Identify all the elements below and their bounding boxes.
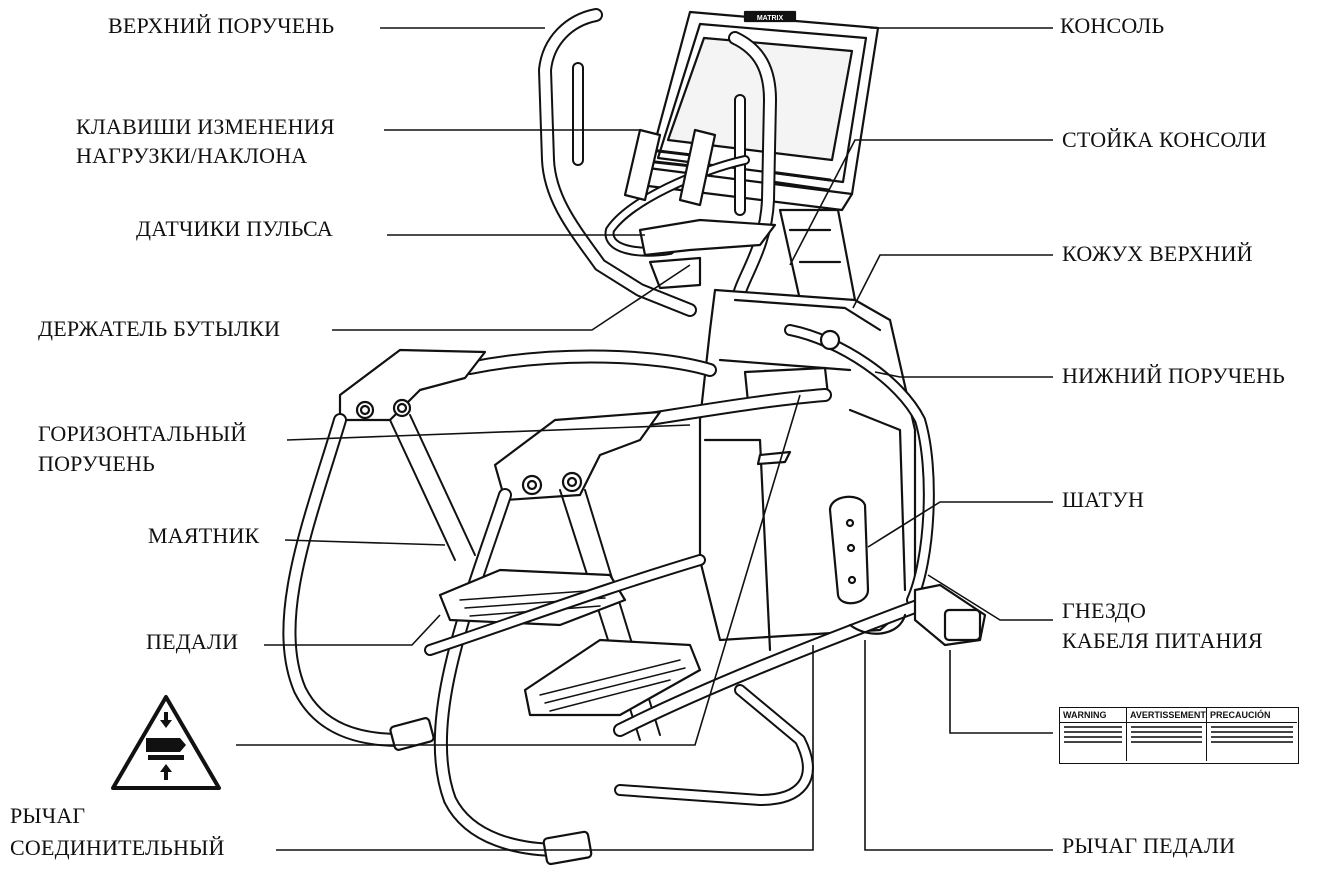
body-shroud-drawing xyxy=(698,288,917,652)
sticker-col-warning: WARNING xyxy=(1060,708,1127,761)
leader-pendulum xyxy=(284,539,446,546)
label-upper-handlebar: ВЕРХНИЙ ПОРУЧЕНЬ xyxy=(108,13,335,38)
leader-lines xyxy=(236,27,1053,851)
sticker-col-precaucion: PRECAUCIÓN xyxy=(1207,708,1297,761)
label-lower-handlebar: НИЖНИЙ ПОРУЧЕНЬ xyxy=(1062,363,1285,388)
warning-sticker: WARNING AVERTISSEMENT PRECAUCIÓN xyxy=(1059,707,1299,764)
label-power-socket-line1: ГНЕЗДО xyxy=(1062,598,1147,623)
label-pedal-arm: РЫЧАГ ПЕДАЛИ xyxy=(1062,833,1236,858)
label-upper-shroud: КОЖУХ ВЕРХНИЙ xyxy=(1062,241,1253,266)
label-connecting-arm-line1: РЫЧАГ xyxy=(10,803,86,828)
leader-power-socket xyxy=(927,574,1053,621)
label-power-socket-line2: КАБЕЛЯ ПИТАНИЯ xyxy=(1062,628,1263,653)
crank-drawing xyxy=(828,495,870,605)
label-pulse-sensors: ДАТЧИКИ ПУЛЬСА xyxy=(136,216,333,241)
leader-pedal-arm xyxy=(864,640,1053,851)
power-socket-drawing xyxy=(913,583,987,647)
label-resistance-keys-line1: КЛАВИШИ ИЗМЕНЕНИЯ xyxy=(76,114,335,139)
leader-lower-handlebar xyxy=(874,371,1053,378)
pedals-drawing xyxy=(438,568,702,717)
pendulum-left-drawing xyxy=(282,348,487,751)
leader-hazard xyxy=(236,394,801,746)
leader-sticker xyxy=(949,650,1053,734)
sticker-warning-title: WARNING xyxy=(1060,708,1126,723)
label-bottle-holder: ДЕРЖАТЕЛЬ БУТЫЛКИ xyxy=(38,316,281,341)
console-logo: MATRIX xyxy=(757,15,784,22)
label-pendulum: МАЯТНИК xyxy=(148,523,260,548)
leader-connecting-arm xyxy=(276,645,814,851)
leader-upper-shroud xyxy=(852,254,1053,309)
leader-bottle-holder xyxy=(332,264,691,331)
label-console-mast: СТОЙКА КОНСОЛИ xyxy=(1062,127,1267,152)
label-console: КОНСОЛЬ xyxy=(1060,13,1165,38)
keys-sensors-drawing xyxy=(623,128,777,290)
leader-crank xyxy=(867,501,1053,548)
sticker-avertissement-title: AVERTISSEMENT xyxy=(1127,708,1206,723)
leader-pedals xyxy=(264,614,441,646)
label-crank: ШАТУН xyxy=(1062,487,1145,512)
lower-handlebar-drawing xyxy=(784,324,935,606)
sticker-col-avertissement: AVERTISSEMENT xyxy=(1127,708,1207,761)
leader-console-mast xyxy=(789,139,1053,266)
sticker-precaucion-title: PRECAUCIÓN xyxy=(1207,708,1297,723)
label-horizontal-handlebar-line1: ГОРИЗОНТАЛЬНЫЙ xyxy=(38,421,247,446)
console-mast-drawing xyxy=(778,208,857,302)
pedal-arm-drawing xyxy=(424,554,927,806)
label-pedals: ПЕДАЛИ xyxy=(146,629,239,654)
pendulum-right-drawing xyxy=(433,410,662,866)
label-resistance-keys-line2: НАГРУЗКИ/НАКЛОНА xyxy=(76,143,308,168)
pinch-hazard-warning-icon xyxy=(111,695,221,790)
label-horizontal-handlebar-line2: ПОРУЧЕНЬ xyxy=(38,451,155,476)
leader-horizontal-handlebar xyxy=(286,424,691,441)
label-connecting-arm-line2: СОЕДИНИТЕЛЬНЫЙ xyxy=(10,835,225,860)
